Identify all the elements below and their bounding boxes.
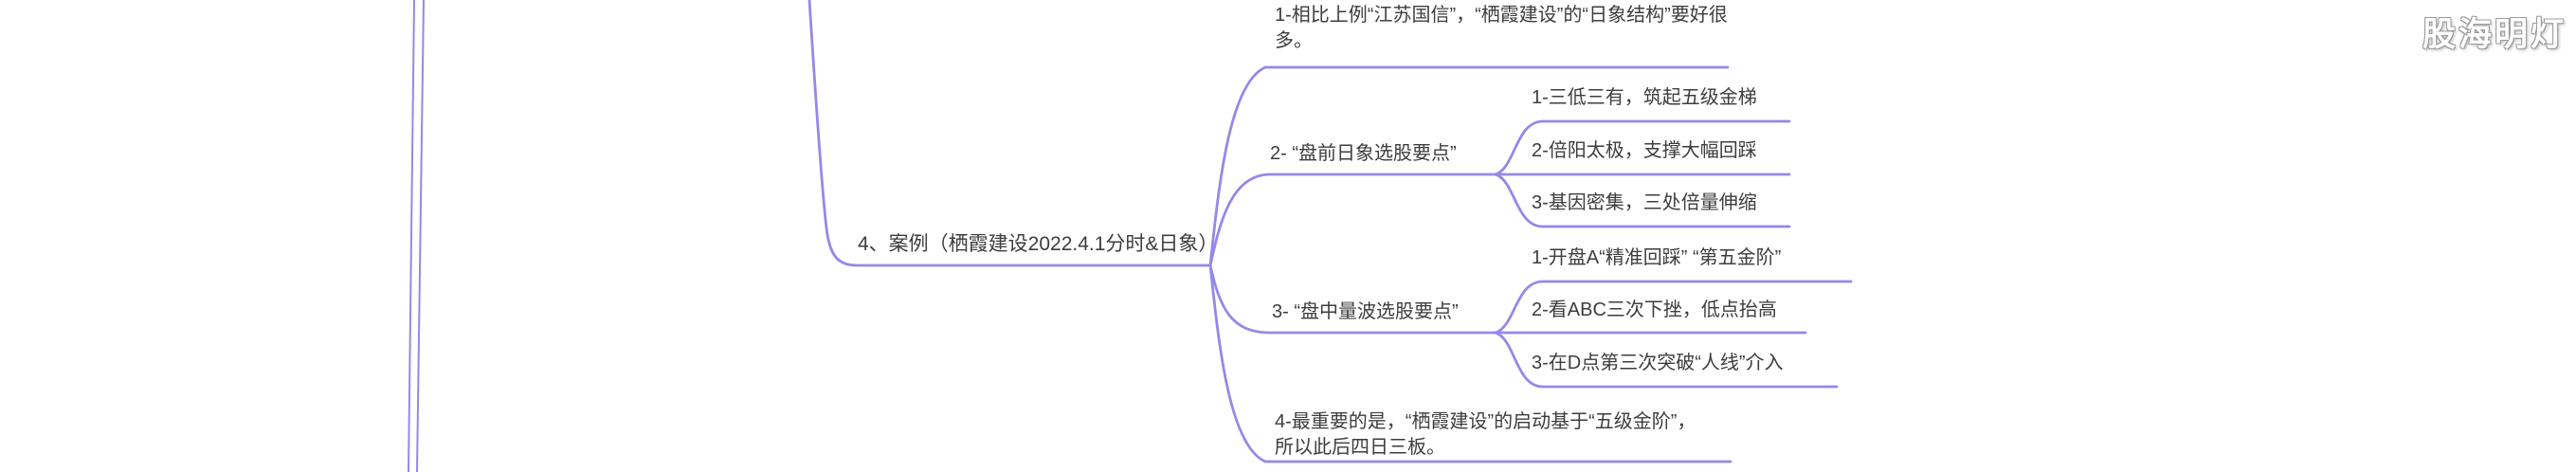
leaf-node-pre-market-2[interactable]: 2-倍阳太极，支撑大幅回踩: [1532, 140, 1757, 161]
leaf-node-pre-market-3[interactable]: 3-基因密集，三处倍量伸缩: [1532, 192, 1757, 213]
note-node-1[interactable]: 1-相比上例“江苏国信”，“栖霞建设”的“日象结构”要好很多。: [1275, 5, 1728, 51]
main-node-connector: [807, 0, 1212, 267]
branch-topic2-child1: [1494, 119, 1791, 176]
main-topic-node[interactable]: 4、案例（栖霞建设2022.4.1分时&日象）: [858, 233, 1219, 255]
leaf-node-intraday-2[interactable]: 2-看ABC三次下挫，低点抬高: [1532, 300, 1777, 320]
branch-topic3-child1: [1494, 280, 1853, 335]
leaf-node-intraday-3[interactable]: 3-在D点第三次突破“人线”介入: [1532, 353, 1784, 373]
trunk-line-left-inner: [416, 0, 425, 472]
branch-to-topic-2: [1208, 172, 1791, 267]
branch-to-topic-3: [1208, 263, 1807, 335]
watermark: 股海明灯: [2422, 16, 2567, 53]
note-node-4[interactable]: 4-最重要的是，“栖霞建设”的启动基于“五级金阶”，所以此后四日三板。: [1275, 411, 1696, 458]
leaf-node-intraday-1[interactable]: 1-开盘A“精准回踩” “第五金阶”: [1532, 247, 1782, 268]
topic-node-2[interactable]: 2- “盘前日象选股要点”: [1270, 143, 1457, 164]
branch-to-note-1: [1208, 65, 1730, 267]
branch-topic2-child3: [1494, 172, 1791, 228]
branch-to-note-4: [1208, 263, 1732, 463]
leaf-node-pre-market-1[interactable]: 1-三低三有，筑起五级金梯: [1532, 87, 1757, 108]
trunk-line-left-outer: [408, 0, 415, 472]
branch-topic3-child3: [1494, 331, 1839, 389]
topic-node-3[interactable]: 3- “盘中量波选股要点”: [1272, 301, 1459, 322]
